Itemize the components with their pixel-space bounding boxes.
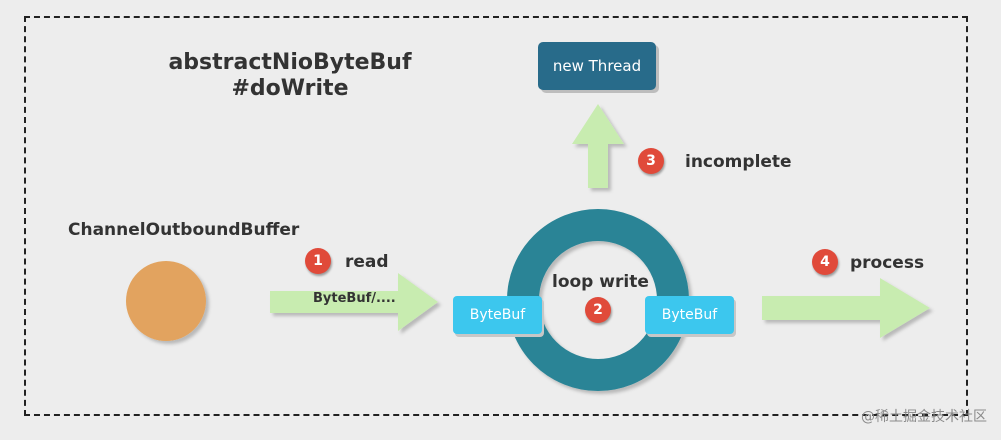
new-thread-box: new Thread — [538, 42, 656, 90]
incomplete-arrow — [572, 104, 624, 188]
step-badge-1: 1 — [305, 248, 331, 274]
diagram-title: abstractNioByteBuf #doWrite — [150, 50, 430, 102]
bytebuf-right: ByteBuf — [645, 296, 734, 334]
buffer-label: ChannelOutboundBuffer — [68, 220, 300, 240]
diagram-frame — [24, 16, 968, 416]
read-arrow — [270, 273, 438, 331]
step-badge-4: 4 — [812, 249, 838, 275]
step-label-read: read — [345, 252, 389, 272]
step-badge-3: 3 — [638, 148, 664, 174]
watermark: @稀土掘金技术社区 — [861, 409, 987, 425]
loop-write-label: loop write — [552, 272, 649, 292]
step-badge-2: 2 — [585, 297, 611, 323]
bytebuf-left: ByteBuf — [453, 296, 542, 334]
step-label-process: process — [850, 253, 925, 273]
process-arrow — [762, 278, 930, 338]
title-line-1: abstractNioByteBuf — [168, 50, 412, 75]
buffer-circle — [126, 261, 206, 341]
title-line-2: #doWrite — [231, 76, 349, 101]
read-arrow-text: ByteBuf/.... — [313, 291, 396, 306]
step-label-incomplete: incomplete — [685, 152, 792, 172]
